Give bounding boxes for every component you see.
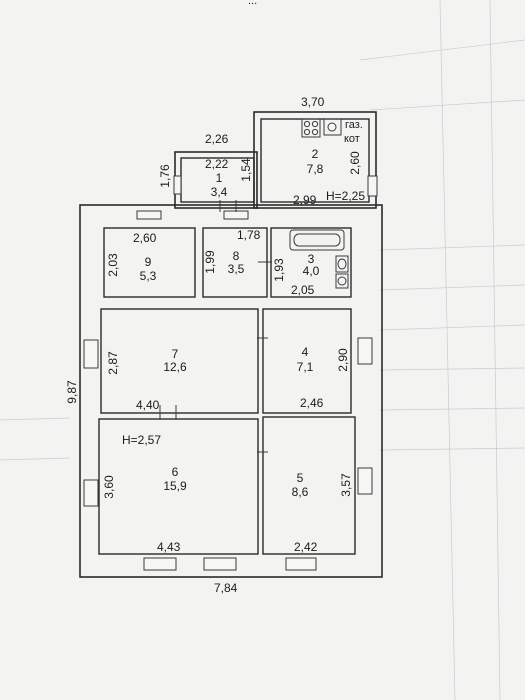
dim-room-5-height: 3,57 — [339, 473, 353, 497]
dim-room-8-height: 1,99 — [203, 250, 217, 274]
room-3-number: 3 — [308, 252, 315, 266]
window — [285, 557, 317, 571]
sink-icon — [323, 118, 342, 136]
dim-porch-height-outer: 1,76 — [158, 164, 172, 188]
room-8-area: 3,5 — [228, 262, 245, 276]
room-4-number: 4 — [302, 345, 309, 359]
dim-room-6-height: 3,60 — [102, 475, 116, 499]
dim-room-6-width: 4,43 — [157, 540, 181, 554]
room-5-outline — [262, 416, 356, 555]
dim-total-width: 7,84 — [214, 581, 238, 595]
dim-room-9-width: 2,60 — [133, 231, 157, 245]
room-8-number: 8 — [233, 249, 240, 263]
window — [357, 337, 373, 365]
window — [83, 339, 99, 369]
room-6-number: 6 — [172, 465, 179, 479]
dim-room-4-height: 2,90 — [336, 348, 350, 372]
dim-room-5-width: 2,42 — [294, 540, 318, 554]
dim-room-8-width: 1,78 — [237, 228, 261, 242]
room-1-number: 1 — [216, 171, 223, 185]
window — [173, 175, 182, 195]
dim-total-height: 9,87 — [65, 380, 79, 404]
room-7-outline — [100, 308, 259, 414]
room-1-area: 3,4 — [211, 185, 228, 199]
dim-room-4-width: 2,46 — [300, 396, 324, 410]
window — [367, 175, 378, 197]
room-6-area: 15,9 — [163, 479, 187, 493]
stove-label-gas: газ. — [345, 119, 363, 131]
dim-porch-width-inner: 2,22 — [205, 157, 229, 171]
window — [223, 210, 249, 220]
dim-porch-height-inner: 1,54 — [239, 158, 253, 182]
window — [203, 557, 237, 571]
dim-annex-width: 3,70 — [301, 95, 325, 109]
sink-icon — [335, 255, 349, 273]
dim-annex-bottom: 2,99 — [293, 193, 317, 207]
dim-porch-width-outer: 2,26 — [205, 132, 229, 146]
dim-room-9-height: 2,03 — [106, 253, 120, 277]
annex-ceiling-height: H=2,25 — [326, 189, 365, 203]
room-6-ceiling-height: H=2,57 — [122, 433, 161, 447]
window — [143, 557, 177, 571]
window — [357, 467, 373, 495]
door-marks — [159, 200, 272, 453]
dim-room-3-height: 1,93 — [272, 258, 286, 282]
room-9-area: 5,3 — [140, 269, 157, 283]
room-5-number: 5 — [297, 471, 304, 485]
house-outer-wall — [79, 204, 383, 578]
bathtub-icon — [289, 229, 345, 251]
room-2-number: 2 — [312, 147, 319, 161]
window — [136, 210, 162, 220]
stove-icon — [301, 118, 321, 138]
toilet-icon — [335, 273, 349, 289]
dim-annex-height: 2,60 — [348, 151, 362, 175]
room-4-outline — [262, 308, 352, 414]
window — [83, 479, 99, 507]
room-4-area: 7,1 — [297, 360, 314, 374]
room-7-number: 7 — [172, 347, 179, 361]
room-2-area: 7,8 — [307, 162, 324, 176]
dim-room-3-width: 2,05 — [291, 283, 315, 297]
stamp-text: ... — [248, 0, 257, 7]
room-6-outline — [98, 418, 259, 555]
dim-room-7-width: 4,40 — [136, 398, 160, 412]
room-9-number: 9 — [145, 255, 152, 269]
room-9-outline — [103, 227, 196, 298]
room-5-area: 8,6 — [292, 485, 309, 499]
room-3-area: 4,0 — [303, 264, 320, 278]
stove-label-boiler: кот — [344, 133, 360, 145]
dim-room-7-height: 2,87 — [106, 351, 120, 375]
room-7-area: 12,6 — [163, 360, 187, 374]
